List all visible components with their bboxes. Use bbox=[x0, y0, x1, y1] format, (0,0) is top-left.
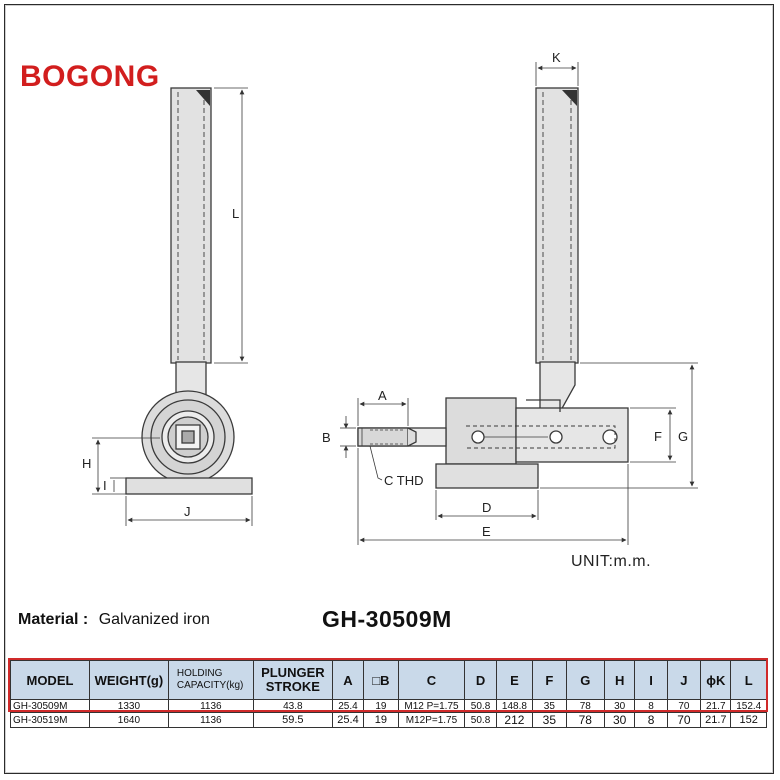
left-view-handle bbox=[170, 87, 212, 364]
col-header-holding-line1: HOLDING bbox=[176, 668, 223, 679]
dim-label-F: F bbox=[654, 429, 662, 444]
col-header-g: G bbox=[565, 660, 605, 700]
material-value: Galvanized iron bbox=[98, 611, 210, 628]
cell-e: 212 bbox=[495, 712, 534, 728]
cell-d: 50.8 bbox=[464, 699, 497, 713]
cell-k: 21.7 bbox=[700, 699, 732, 713]
table-header-row: MODEL WEIGHT(g) HOLDING CAPACITY(kg) PLU… bbox=[10, 660, 767, 700]
cell-l: 152 bbox=[730, 712, 767, 728]
spec-table-wrap: MODEL WEIGHT(g) HOLDING CAPACITY(kg) PLU… bbox=[10, 660, 767, 728]
left-view-body bbox=[141, 390, 235, 484]
table-row: GH-30509M 1330 1136 43.8 25.4 19 M12 P=1… bbox=[10, 699, 767, 713]
col-header-stroke-line2: STROKE bbox=[265, 679, 320, 694]
col-header-j: J bbox=[666, 660, 702, 700]
dim-label-E: E bbox=[482, 524, 491, 539]
cell-f: 35 bbox=[532, 699, 567, 713]
cell-model: GH-30519M bbox=[10, 712, 90, 728]
dim-label-c-thd: C THD bbox=[384, 473, 423, 488]
cell-f: 35 bbox=[532, 712, 567, 728]
left-view-base bbox=[125, 477, 253, 495]
cell-b: 19 bbox=[363, 699, 399, 713]
cell-i: 8 bbox=[634, 712, 668, 728]
page-frame bbox=[4, 4, 774, 774]
col-header-i: I bbox=[634, 660, 668, 700]
cell-holding: 1136 bbox=[167, 699, 254, 713]
material-line: Material : Galvanized iron bbox=[18, 611, 210, 629]
spec-table: MODEL WEIGHT(g) HOLDING CAPACITY(kg) PLU… bbox=[10, 660, 767, 728]
dim-label-J: J bbox=[184, 504, 191, 519]
cell-b: 19 bbox=[363, 712, 399, 728]
cell-d: 50.8 bbox=[464, 712, 497, 728]
right-view-handle bbox=[535, 87, 579, 364]
dim-label-A: A bbox=[378, 388, 387, 403]
dim-label-B: B bbox=[322, 430, 331, 445]
cell-h: 30 bbox=[603, 712, 636, 728]
col-header-b: □B bbox=[363, 660, 399, 700]
cell-g: 78 bbox=[565, 712, 605, 728]
dim-label-I: I bbox=[103, 478, 107, 493]
cell-g: 78 bbox=[565, 699, 605, 713]
cell-c: M12 P=1.75 bbox=[397, 699, 466, 713]
cell-weight: 1330 bbox=[88, 699, 169, 713]
right-view-body bbox=[445, 397, 629, 465]
right-view-plunger bbox=[357, 427, 447, 447]
col-header-d: D bbox=[464, 660, 497, 700]
col-header-holding-line2: CAPACITY(kg) bbox=[176, 680, 244, 691]
cell-a: 25.4 bbox=[331, 712, 365, 728]
cell-weight: 1640 bbox=[88, 712, 169, 728]
dim-label-L: L bbox=[232, 206, 239, 221]
dim-label-D: D bbox=[482, 500, 491, 515]
cell-holding: 1136 bbox=[167, 712, 254, 728]
brand-logo-text: BOGONG bbox=[20, 60, 160, 93]
col-header-stroke: PLUNGER STROKE bbox=[252, 660, 333, 700]
col-header-h: H bbox=[603, 660, 636, 700]
cell-k: 21.7 bbox=[700, 712, 732, 728]
cell-e: 148.8 bbox=[495, 699, 534, 713]
col-header-c: C bbox=[397, 660, 466, 700]
technical-drawing: L K H I J A B C THD D E F G bbox=[82, 50, 698, 545]
col-header-f: F bbox=[532, 660, 567, 700]
table-row: GH-30519M 1640 1136 59.5 25.4 19 M12P=1.… bbox=[10, 712, 767, 728]
right-view-base bbox=[435, 463, 539, 489]
col-header-e: E bbox=[495, 660, 534, 700]
cell-c: M12P=1.75 bbox=[397, 712, 466, 728]
col-header-model: MODEL bbox=[10, 660, 90, 700]
cell-l: 152.4 bbox=[730, 699, 767, 713]
cell-j: 70 bbox=[666, 712, 702, 728]
material-label: Material : bbox=[18, 611, 89, 628]
cell-h: 30 bbox=[603, 699, 636, 713]
cell-stroke: 43.8 bbox=[252, 699, 333, 713]
col-header-l: L bbox=[730, 660, 767, 700]
unit-note: UNIT:m.m. bbox=[571, 553, 652, 570]
col-header-k: ϕK bbox=[700, 660, 732, 700]
cell-i: 8 bbox=[634, 699, 668, 713]
model-title: GH-30509M bbox=[322, 606, 452, 632]
cell-stroke: 59.5 bbox=[252, 712, 333, 728]
col-header-holding: HOLDING CAPACITY(kg) bbox=[167, 660, 254, 700]
dim-label-K: K bbox=[552, 50, 561, 65]
col-header-weight: WEIGHT(g) bbox=[88, 660, 169, 700]
cell-model: GH-30509M bbox=[10, 699, 90, 713]
cell-j: 70 bbox=[666, 699, 702, 713]
cell-a: 25.4 bbox=[331, 699, 365, 713]
col-header-stroke-line1: PLUNGER bbox=[261, 665, 325, 680]
right-view-neck bbox=[539, 361, 576, 413]
dim-label-H: H bbox=[82, 456, 91, 471]
col-header-a: A bbox=[331, 660, 365, 700]
dim-label-G: G bbox=[678, 429, 688, 444]
